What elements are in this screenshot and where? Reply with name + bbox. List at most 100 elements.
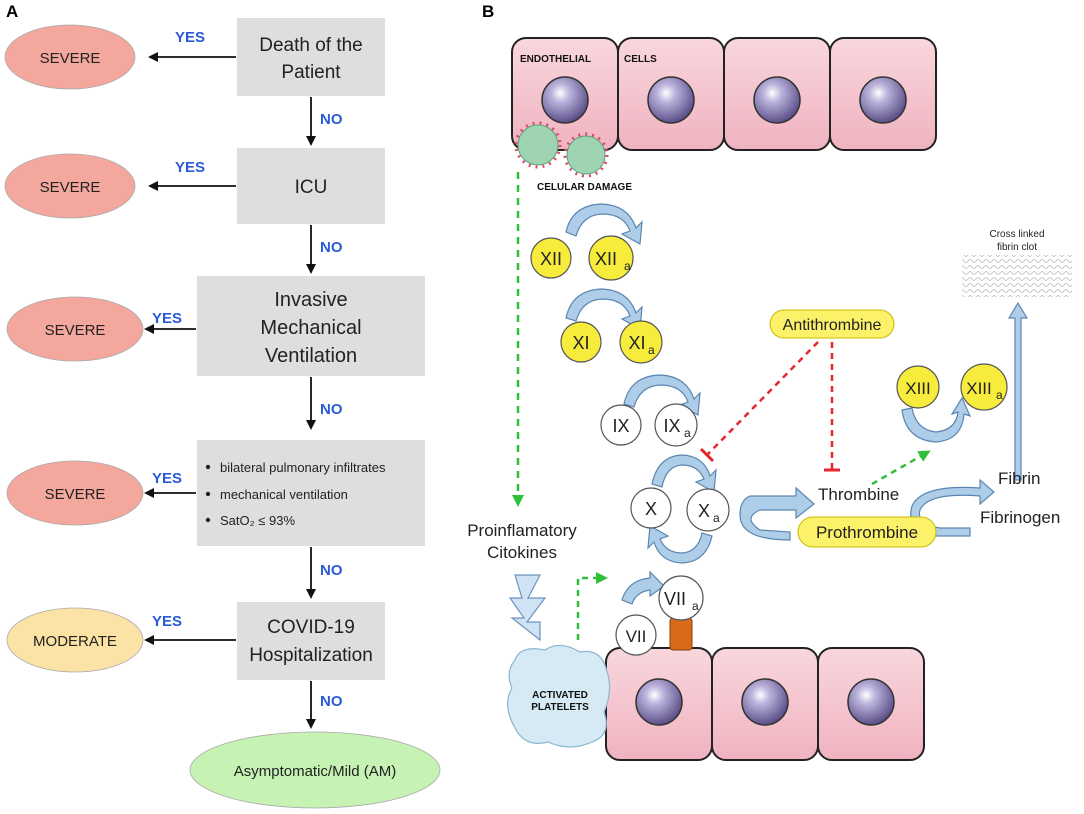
tissue-factor — [669, 617, 693, 651]
platelets-to-viia-arrow — [576, 572, 608, 640]
panel-b-letter: B — [482, 2, 494, 21]
thrombine-to-xiii-arrow — [871, 450, 931, 486]
fibrin-clot-line1: Cross linked — [989, 229, 1044, 240]
factor-xi: XI — [560, 321, 602, 363]
factor-xia-sub: a — [648, 343, 655, 357]
factor-xa: X a — [686, 488, 730, 532]
fibrin-clot-icon — [962, 255, 1072, 297]
cellular-damage-label: CELULAR DAMAGE — [537, 182, 632, 193]
bottom-nucleus-1 — [635, 678, 683, 726]
no-label-4: NO — [320, 562, 343, 579]
arrow-xii-xiia — [565, 203, 643, 245]
cytokines-line1: Proinflamatory — [467, 521, 577, 540]
flow-box-imv-line2: Mechanical — [260, 317, 361, 339]
outcome-severe-3-label: SEVERE — [45, 322, 106, 339]
factor-xa-sub: a — [713, 511, 720, 525]
outcome-severe-1: SEVERE — [4, 24, 136, 90]
factor-xiiia-sub: a — [996, 388, 1003, 402]
yes-arrows: YES YES YES YES YES — [144, 29, 236, 645]
outcome-moderate: MODERATE — [6, 607, 144, 673]
yes-label-4: YES — [152, 470, 182, 487]
bottom-nucleus-2 — [741, 678, 789, 726]
flow-box-hosp-line1: COVID-19 — [267, 617, 355, 638]
antithrombine-inhibits-xa — [706, 341, 819, 456]
outcome-severe-3: SEVERE — [6, 296, 144, 362]
inhibit-bar-xa — [699, 447, 715, 463]
flow-box-hospitalization: COVID-19 Hospitalization — [237, 602, 385, 680]
activated-platelets: ACTIVATED PLATELETS — [507, 644, 611, 748]
factor-ixa-label: IX — [663, 416, 680, 436]
panel-b: B ENDOTHELIAL CELLS CELULAR DAM — [467, 2, 1072, 761]
virus-particles — [514, 121, 609, 178]
arrow-x-xa-bottom — [647, 525, 713, 564]
flow-box-death-line1: Death of the — [259, 35, 363, 56]
antithrombine-pill: Antithrombine — [769, 309, 895, 339]
flow-box-icu: ICU — [237, 148, 385, 224]
outcome-am-label: Asymptomatic/Mild (AM) — [234, 763, 397, 780]
flow-box-imv: Invasive Mechanical Ventilation — [197, 276, 425, 376]
factor-ix-label: IX — [612, 416, 629, 436]
top-endothelial-layer: ENDOTHELIAL CELLS — [511, 37, 937, 151]
factor-xii: XII — [530, 237, 572, 279]
arrow-xiii-xiiia — [901, 396, 972, 443]
flow-box-imv-line3: Ventilation — [265, 345, 357, 367]
outcome-severe-2: SEVERE — [4, 153, 136, 219]
factor-ixa: IX a — [654, 403, 698, 447]
criteria-bullet-1: bilateral pulmonary infiltrates — [220, 460, 386, 475]
thrombine-label: Thrombine — [818, 485, 899, 504]
factor-x: X — [630, 487, 672, 529]
factor-xiia-sub: a — [624, 259, 631, 273]
factor-xia: XI a — [619, 320, 663, 364]
factor-ix: IX — [600, 404, 642, 446]
factor-xii-label: XII — [540, 249, 562, 269]
outcome-asymptomatic-mild: Asymptomatic/Mild (AM) — [189, 731, 441, 809]
flow-box-imv-line1: Invasive — [274, 289, 347, 311]
no-arrows: NO NO NO NO NO — [306, 97, 343, 729]
criteria-bullet-3: SatO₂ ≤ 93% — [220, 513, 295, 528]
factor-x-label: X — [645, 499, 657, 519]
top-nucleus-4 — [859, 76, 907, 124]
prothrombine-pill: Prothrombine — [797, 516, 937, 548]
factor-xiia-label: XII — [595, 249, 617, 269]
yes-label-5: YES — [152, 613, 182, 630]
cascade-arrows — [565, 203, 1029, 605]
lightning-bolt-icon — [508, 574, 547, 642]
virus-icon — [563, 132, 609, 178]
outcome-moderate-label: MODERATE — [33, 633, 117, 650]
no-label-1: NO — [320, 111, 343, 128]
endothelial-label: ENDOTHELIAL — [520, 54, 591, 65]
bottom-endothelial-layer — [605, 647, 925, 761]
factor-xiiia-label: XIII — [966, 379, 992, 398]
arrow-prothrombine-thrombine — [739, 486, 815, 541]
flow-box-icu-line1: ICU — [295, 177, 328, 198]
top-nucleus-3 — [753, 76, 801, 124]
arrow-vii-viia — [621, 570, 665, 605]
yes-label-1: YES — [175, 29, 205, 46]
factor-xia-label: XI — [628, 333, 645, 353]
factor-xiii: XIII — [896, 365, 940, 409]
yes-label-2: YES — [175, 159, 205, 176]
antithrombine-label: Antithrombine — [783, 317, 882, 334]
factor-xiiia: XIII a — [960, 363, 1008, 411]
outcome-severe-1-label: SEVERE — [40, 50, 101, 67]
arrow-fibrin-to-clot — [1007, 301, 1029, 481]
no-label-3: NO — [320, 401, 343, 418]
fibrinogen-label: Fibrinogen — [980, 508, 1060, 527]
flow-box-death: Death of the Patient — [237, 18, 385, 96]
outcome-severe-2-label: SEVERE — [40, 179, 101, 196]
panel-a: A Death of the Patient ICU Invasive Mech… — [4, 2, 441, 809]
top-nucleus-1 — [541, 76, 589, 124]
fibrin-label: Fibrin — [998, 469, 1041, 488]
factor-xi-label: XI — [572, 333, 589, 353]
prothrombine-label: Prothrombine — [816, 523, 918, 542]
factor-ixa-sub: a — [684, 426, 691, 440]
criteria-bullet-2: mechanical ventilation — [220, 487, 348, 502]
factor-viia-label: VII — [664, 589, 686, 609]
no-label-2: NO — [320, 239, 343, 256]
factor-xiia: XII a — [588, 235, 634, 281]
factor-viia-sub: a — [692, 599, 699, 613]
bottom-nucleus-3 — [847, 678, 895, 726]
outcome-severe-4-label: SEVERE — [45, 486, 106, 503]
cytokines-line2: Citokines — [487, 543, 557, 562]
